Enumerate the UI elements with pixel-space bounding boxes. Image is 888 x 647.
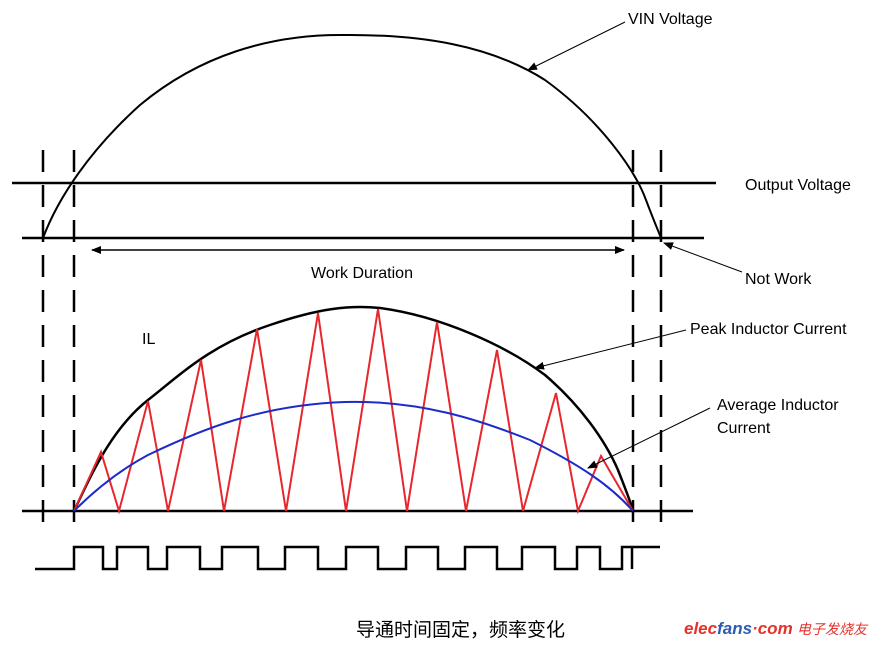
logo-text-com: ·com: [752, 619, 793, 638]
not-work-label: Not Work: [745, 271, 812, 288]
logo-text-elec: elec: [684, 619, 718, 638]
output-voltage-label: Output Voltage: [745, 177, 851, 194]
work-duration-label: Work Duration: [311, 265, 413, 282]
inductor-current-triangle-wave: [73, 308, 634, 515]
caption: 导通时间固定，频率变化: [356, 619, 565, 641]
vin-voltage-curve: [42, 33, 662, 239]
average-inductor-current-label-line2: Current: [717, 420, 771, 437]
not-work-pointer: [663, 242, 743, 273]
il-label: IL: [142, 331, 155, 348]
logo-text-chinese: 电子发烧友: [797, 622, 869, 638]
average-current-pointer: [587, 407, 711, 469]
vin-voltage-pointer: [527, 21, 626, 71]
peak-current-envelope: [72, 305, 635, 512]
vin-voltage-label: VIN Voltage: [628, 11, 713, 28]
average-inductor-current-curve: [73, 400, 634, 512]
peak-current-pointer: [534, 329, 687, 370]
elecfans-logo: elecfans·com 电子发烧友: [684, 619, 869, 638]
logo-text-fans: fans: [717, 619, 752, 638]
svg-text:elecfans·com: elecfans·com: [684, 619, 793, 638]
peak-inductor-current-label: Peak Inductor Current: [690, 321, 847, 338]
average-inductor-current-label-line1: Average Inductor: [717, 397, 839, 414]
switching-pulse-train: [35, 545, 660, 571]
